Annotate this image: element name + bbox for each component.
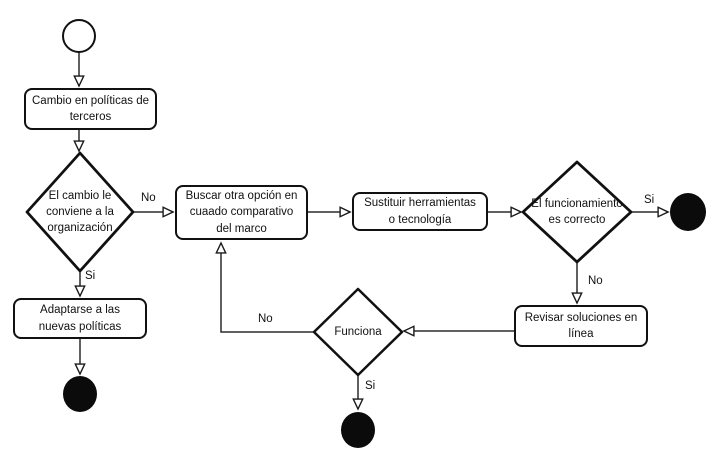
node-sustituir: Sustituir herramientas o tecnología xyxy=(352,192,488,231)
start-node xyxy=(62,19,96,53)
node-revisar-soluciones: Revisar soluciones en línea xyxy=(514,305,648,347)
node-adaptarse-label: Adaptarse a las nuevas políticas xyxy=(38,304,122,333)
node-revisar-soluciones-label: Revisar soluciones en línea xyxy=(524,311,638,340)
edge-label-funcionamiento-si: Si xyxy=(644,194,655,206)
edge-label-conviene-si: Si xyxy=(85,270,96,282)
edge-funciona-no xyxy=(221,243,314,333)
end-node-adaptarse xyxy=(63,376,97,412)
node-cambio-politicas-label: Cambio en políticas de terceros xyxy=(32,94,149,123)
node-cambio-politicas: Cambio en políticas de terceros xyxy=(24,88,157,130)
decision-funcionamiento-diamond xyxy=(521,160,633,264)
node-buscar-opcion: Buscar otra opción en cuaado comparativo… xyxy=(175,185,308,240)
node-sustituir-label: Sustituir herramientas o tecnología xyxy=(364,197,476,226)
decision-conviene-diamond xyxy=(25,151,135,273)
end-node-funciona xyxy=(341,412,375,448)
edge-label-funciona-si: Si xyxy=(365,380,376,392)
decision-funciona-diamond xyxy=(312,287,404,377)
node-adaptarse: Adaptarse a las nuevas políticas xyxy=(13,298,147,339)
edge-label-funciona-no: No xyxy=(258,313,273,325)
edge-label-funcionamiento-no: No xyxy=(588,275,603,287)
node-buscar-opcion-label: Buscar otra opción en cuaado comparativo… xyxy=(185,190,298,235)
end-node-funcionamiento xyxy=(670,193,706,231)
edge-label-conviene-no: No xyxy=(141,192,156,204)
